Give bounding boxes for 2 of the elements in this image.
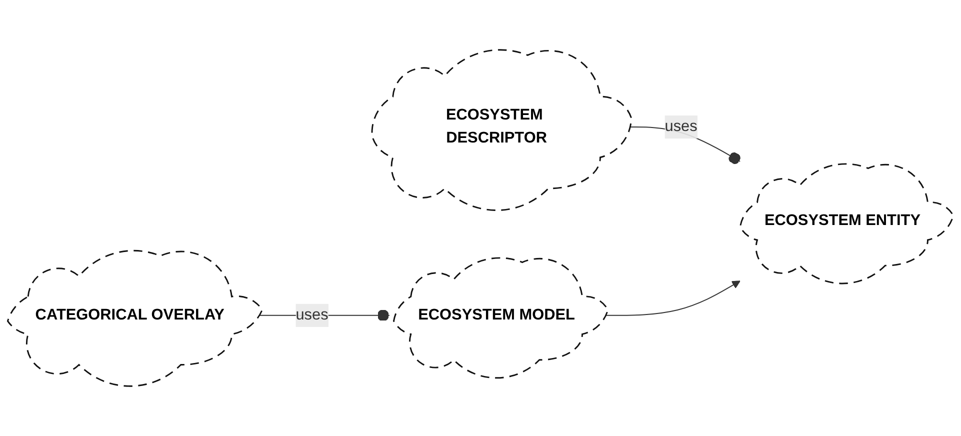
edge-label: uses (664, 118, 698, 135)
edge-label: uses (296, 306, 328, 324)
